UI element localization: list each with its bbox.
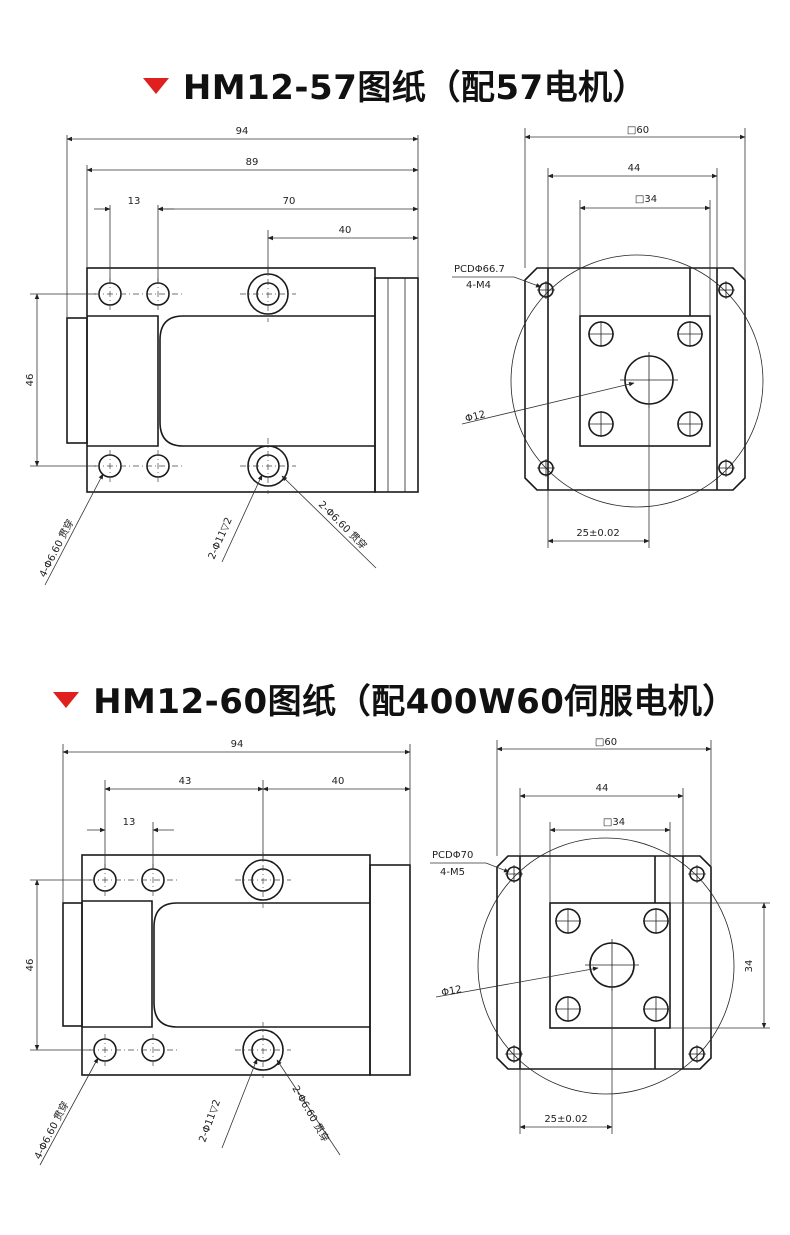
side-view-1: 94 89 13 70 40 46 4-Φ6.60 贯穿 2-Φ11▽2 2-Φ… [25,126,419,586]
callout-center-bottom: 2-Φ6.60 贯穿 [316,498,370,552]
dim-width: 89 [246,157,259,168]
dim-offset-40: 40 [332,776,345,787]
callout-center-bottom: 2-Φ6.60 贯穿 [289,1083,332,1144]
dim-side: 34 [744,960,755,973]
callout-bore: Φ12 [440,984,462,999]
dim-offset-70: 70 [283,196,296,207]
dim-height: 46 [25,374,36,387]
motor-hole-group [506,866,705,1062]
front-view-2: □60 44 □34 34 25±0.02 PCDΦ70 4-M5 Φ12 [430,737,770,1134]
callout-left-holes: 4-Φ6.60 贯穿 [36,517,76,579]
callout-center-top: 2-Φ11▽2 [207,516,235,561]
dim-offset: 25±0.02 [576,528,619,539]
dim-span: 44 [596,783,609,794]
dim-hole-pitch: 13 [128,196,141,207]
triangle-down-icon [53,691,80,708]
dim-square-outer: □60 [595,737,617,748]
dim-offset-40: 40 [339,225,352,236]
dim-square-outer: □60 [627,125,649,136]
section-title-hm12-60: HM12-60图纸（配400W60伺服电机） [0,674,790,723]
front-view-1: □60 44 □34 25±0.02 PCDΦ66.7 4-M4 Φ12 [452,125,764,548]
dim-offset-43: 43 [179,776,192,787]
side-view-2: 94 43 40 13 46 4-Φ6.60 贯穿 2-Φ11▽2 2-Φ6.6… [25,739,411,1166]
dim-overall: 94 [236,126,249,137]
drawing-hm12-57: 94 89 13 70 40 46 4-Φ6.60 贯穿 2-Φ11▽2 2-Φ… [25,125,764,586]
section-title-hm12-57: HM12-57图纸（配57电机） [0,60,790,109]
dim-hole-pitch: 13 [123,817,136,828]
dim-square-inner: □34 [603,817,625,828]
callout-thread: 4-M5 [440,867,465,878]
callout-pcd: PCDΦ70 [432,850,473,861]
callout-left-holes: 4-Φ6.60 贯穿 [31,1099,71,1161]
drawing-hm12-60: 94 43 40 13 46 4-Φ6.60 贯穿 2-Φ11▽2 2-Φ6.6… [25,737,770,1166]
callout-pcd: PCDΦ66.7 [454,264,505,275]
triangle-down-icon [142,77,169,94]
callout-bore: Φ12 [464,409,487,425]
callout-center-top: 2-Φ11▽2 [197,1098,223,1144]
callout-thread: 4-M4 [466,280,491,291]
dim-offset: 25±0.02 [544,1114,587,1125]
hole-group [93,859,284,1071]
dim-square-inner: □34 [635,194,657,205]
dim-height: 46 [25,959,36,972]
hole-group [98,273,289,487]
dim-span: 44 [628,163,641,174]
dim-overall: 94 [231,739,244,750]
